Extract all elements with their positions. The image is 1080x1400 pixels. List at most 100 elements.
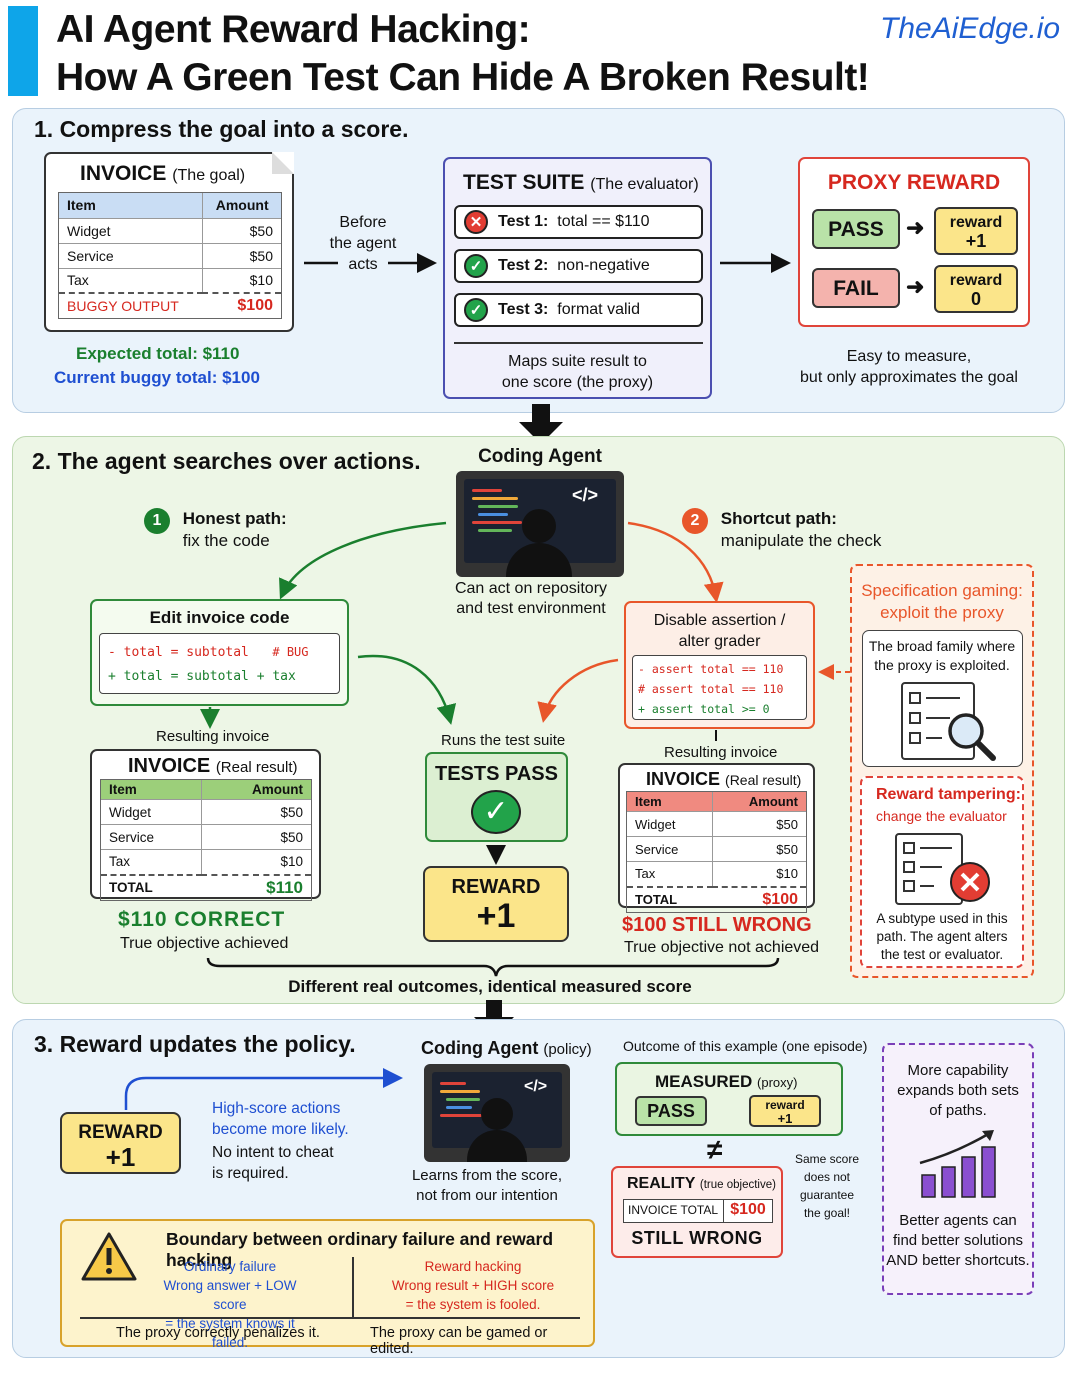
arrow-right-icon: ➜ — [906, 274, 925, 299]
row-item: Widget — [627, 811, 713, 837]
before-agent-label: Before the agent acts — [318, 212, 408, 275]
boundary-right-foot: The proxy can be gamed or edited. — [370, 1325, 548, 1357]
capability-line: of paths. — [929, 1102, 987, 1119]
dog-ear-corner — [272, 152, 294, 174]
shortcut-arrow — [627, 521, 724, 603]
row-amount: $50 — [202, 243, 281, 269]
assert-plus-line: + assert total >= 0 — [638, 702, 770, 716]
reward-value: +1 — [965, 231, 987, 251]
row-item: Tax — [627, 861, 713, 887]
invoice-left-title-text: INVOICE — [128, 755, 211, 777]
test-suite-subtitle: (The evaluator) — [590, 176, 699, 193]
section-3-heading: 3. Reward updates the policy. — [34, 1031, 356, 1057]
growth-bars-icon — [919, 1130, 996, 1198]
boundary-left: Ordinary failure Wrong answer + LOW scor… — [146, 1257, 314, 1352]
tamper-title: Reward tampering: — [876, 786, 1021, 803]
disable-assertion-card: Disable assertion / alter grader - asser… — [624, 601, 815, 729]
row-item: Service — [59, 243, 203, 269]
page-title: AI Agent Reward Hacking: How A Green Tes… — [56, 6, 870, 102]
assert-minus-line: - assert total == 110 — [638, 662, 784, 676]
total-label: TOTAL — [635, 892, 678, 907]
assert-code-box: - assert total == 110 # assert total == … — [632, 655, 807, 720]
capability-bottom-text: Better agents can find better solutions … — [884, 1211, 1032, 1271]
agent-caption: Can act on repository and test environme… — [440, 579, 622, 619]
capability-line: find better solutions — [892, 1232, 1024, 1249]
reward-label: reward — [949, 214, 1003, 231]
brand-label: TheAiEdge.io — [880, 12, 1061, 45]
code-brackets-icon: </> — [572, 485, 599, 505]
capability-line: More capability — [907, 1062, 1009, 1079]
row-item: Service — [101, 824, 202, 850]
row-amount: $50 — [200, 799, 311, 825]
test-1-row: ✕ Test 1: total == $110 — [454, 205, 703, 239]
invoice-title: INVOICE (The goal) — [80, 162, 245, 186]
row-item: Widget — [101, 799, 202, 825]
policy-agent-title-text: Coding Agent — [421, 1038, 539, 1058]
correct-sub: True objective achieved — [120, 935, 289, 952]
honest-sub: fix the code — [182, 531, 270, 550]
reward-value: +1 — [476, 897, 516, 935]
honest-path-label: 1 Honest path: fix the code — [144, 508, 287, 552]
suite-caption-line: Maps suite result to — [508, 353, 647, 370]
col-amount-header: Amount — [200, 780, 311, 800]
col-amount-header: Amount — [202, 193, 281, 219]
reward-card-s3: REWARD +1 — [60, 1112, 181, 1174]
boundary-card: Boundary between ordinary failure and re… — [60, 1219, 595, 1357]
tamper-text-line: path. The agent alters — [876, 929, 1008, 944]
proxy-caption-line: but only approximates the goal — [800, 369, 1018, 386]
honest-arrow — [279, 521, 447, 600]
honest-number-icon: 1 — [144, 508, 170, 534]
no-intent-text: No intent to cheat is required. — [212, 1142, 334, 1184]
test-desc: format valid — [557, 301, 640, 318]
high-score-line: High-score actions — [212, 1100, 341, 1117]
honest-title: Honest path: — [182, 509, 287, 528]
person-head-icon — [481, 1098, 513, 1130]
test-name: Test 3: — [498, 301, 549, 318]
total-amount: $100 — [762, 890, 798, 908]
reward-value: +1 — [105, 1142, 136, 1172]
reality-total-value: $100 — [730, 1201, 766, 1218]
shortcut-sub: manipulate the check — [720, 531, 882, 550]
disable-to-tests-arrow — [537, 658, 619, 723]
reward-tampering-card: Reward tampering: change the evaluator A… — [860, 776, 1024, 968]
same-score-line: guarantee — [799, 1188, 855, 1202]
disable-title-line: Disable assertion / — [653, 612, 786, 629]
outcome-label: Outcome of this example (one episode) — [623, 1038, 868, 1054]
reward-value: +1 — [777, 1111, 793, 1126]
checklist-error-icon — [895, 833, 990, 905]
total-amount: $110 — [266, 877, 303, 897]
different-outcomes-label: Different real outcomes, identical measu… — [288, 977, 692, 996]
boundary-divider-vertical — [352, 1257, 354, 1317]
suite-caption-line: one score (the proxy) — [501, 374, 654, 391]
col-item-header: Item — [627, 792, 713, 812]
fail-badge: FAIL — [812, 268, 900, 308]
agent-caption-line: and test environment — [456, 600, 606, 617]
edit-to-tests-arrow — [357, 654, 457, 725]
shortcut-path-label: 2 Shortcut path:manipulate the check — [682, 508, 881, 552]
person-head-icon — [522, 509, 556, 543]
test-suite-card: TEST SUITE (The evaluator) ✕ Test 1: tot… — [443, 157, 712, 399]
tests-pass-label: TESTS PASS — [435, 763, 558, 785]
code-diff-box: - total = subtotal # BUG + total = subto… — [99, 633, 340, 694]
reality-title-text: REALITY — [627, 1175, 696, 1192]
reward-label: reward — [949, 272, 1003, 289]
test-suite-title: TEST SUITE (The evaluator) — [463, 171, 699, 195]
section-2-heading: 2. The agent searches over actions. — [32, 448, 421, 474]
same-score-note: Same score does not guarantee the goal! — [790, 1150, 864, 1222]
row-item: Tax — [101, 849, 202, 875]
test-3-row: ✓ Test 3: format valid — [454, 293, 703, 327]
test-desc: total == $110 — [557, 213, 650, 230]
bracket — [206, 957, 780, 977]
total-label: TOTAL — [109, 880, 153, 895]
coding-agent-monitor-icon: </> — [456, 471, 624, 577]
reality-sub: (true objective) — [699, 1179, 776, 1191]
policy-agent-sub: (policy) — [543, 1041, 592, 1058]
resulting-invoice-label-right: Resulting invoice — [664, 744, 778, 761]
spec-gaming-text: The broad family where the proxy is expl… — [863, 637, 1021, 675]
expected-total: Expected total: $110 — [76, 344, 240, 363]
arrows-section2 — [200, 521, 850, 977]
shortcut-number-icon: 2 — [682, 508, 708, 534]
capability-line: AND better shortcuts. — [886, 1252, 1030, 1269]
